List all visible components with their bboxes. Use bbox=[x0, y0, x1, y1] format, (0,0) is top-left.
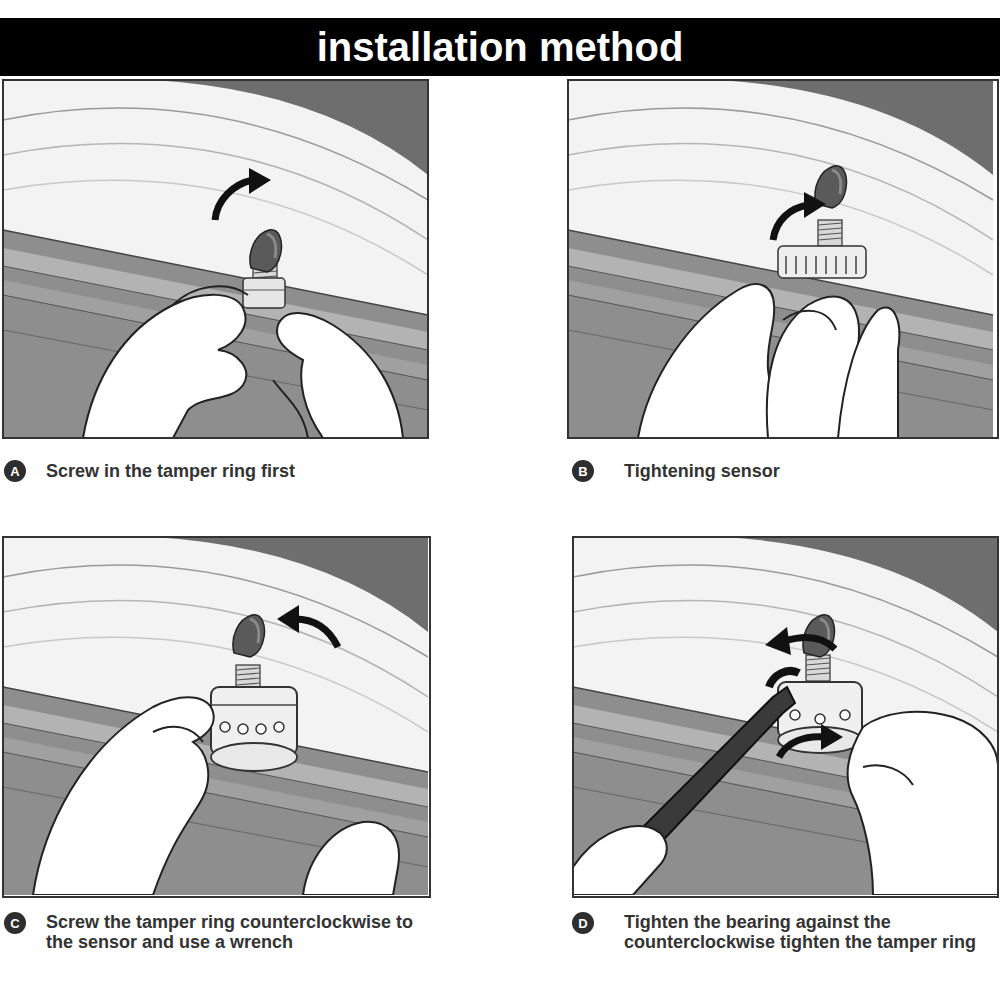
step-circle: A bbox=[4, 460, 26, 482]
step-circle: C bbox=[4, 912, 26, 934]
step-letter: C bbox=[10, 917, 19, 930]
step-caption: Screw the tamper ring counterclockwise t… bbox=[46, 912, 418, 952]
step-caption: Tighten the bearing against the counterc… bbox=[624, 912, 996, 952]
step-circle: D bbox=[572, 912, 594, 934]
step-letter: B bbox=[578, 465, 587, 478]
title-text: installation method bbox=[317, 23, 684, 71]
step-caption: Screw in the tamper ring first bbox=[46, 461, 426, 481]
step-letter: D bbox=[578, 917, 587, 930]
step-caption: Tightening sensor bbox=[624, 461, 994, 481]
step-letter: A bbox=[10, 465, 19, 478]
step-circle: B bbox=[572, 460, 594, 482]
title-bar: installation method bbox=[0, 18, 1000, 76]
